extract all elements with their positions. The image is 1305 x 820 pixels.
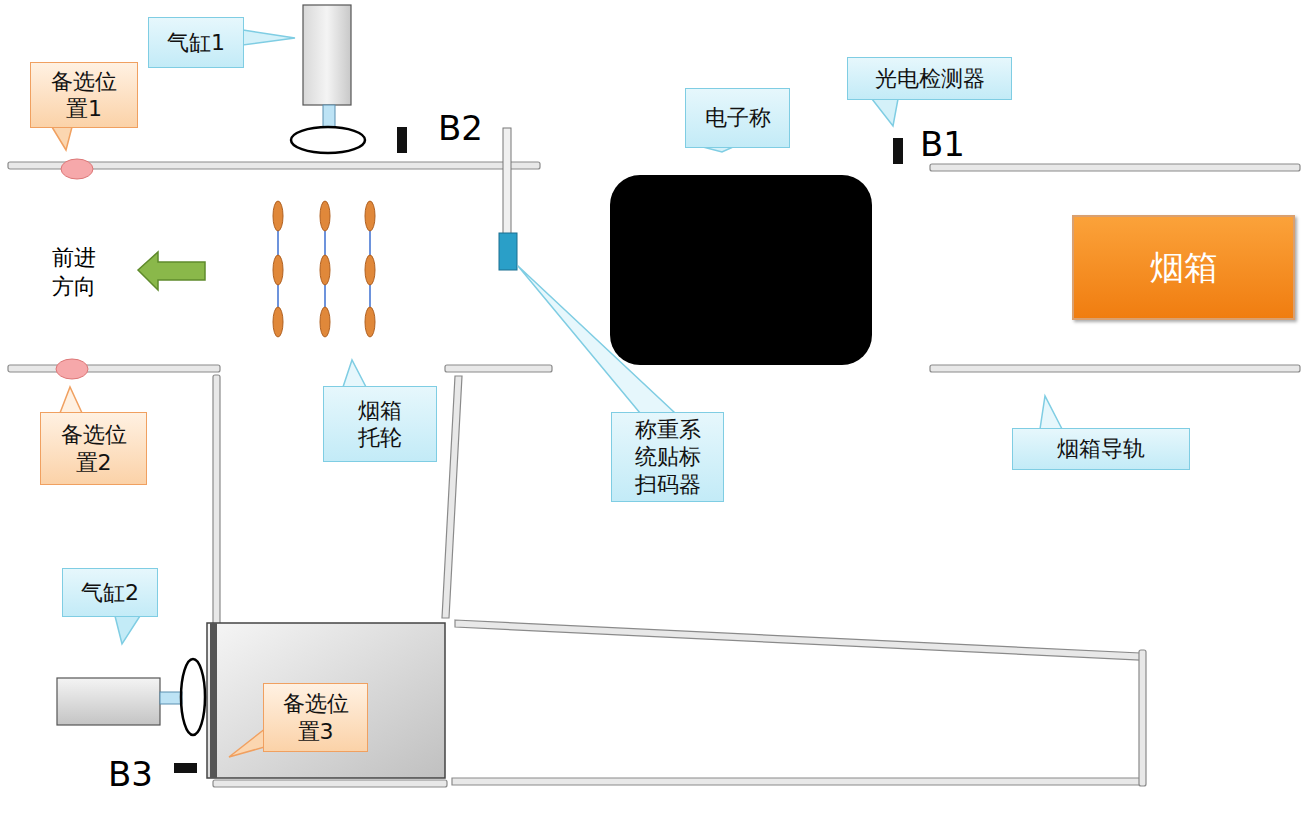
rollers <box>278 216 370 322</box>
sensor-label: B1 <box>920 124 965 164</box>
direction-arrow <box>138 252 205 290</box>
callout-text: 备选位 置2 <box>57 421 130 476</box>
callout-text: 气缸1 <box>167 29 225 57</box>
callout-box: 光电检测器 <box>847 57 1012 100</box>
rails <box>8 162 1300 787</box>
alt-position-mark <box>56 359 88 379</box>
callout-text: 电子称 <box>705 104 771 132</box>
reject-bin <box>207 623 445 778</box>
callout-text: 备选位 置3 <box>279 690 352 745</box>
roller-wheels <box>273 201 375 337</box>
callout-text: 烟箱导轨 <box>1057 435 1145 463</box>
direction-label: 前进 方向 <box>52 244 103 301</box>
callout-box: 烟箱 托轮 <box>323 386 437 462</box>
sensor-b1 <box>893 138 903 164</box>
callout-box: 烟箱导轨 <box>1012 428 1190 470</box>
sensor-b3 <box>174 763 197 773</box>
callout-box: 电子称 <box>685 88 790 148</box>
scale <box>610 175 872 365</box>
callout-text: 烟箱 <box>1150 246 1218 289</box>
callout-text: 气缸2 <box>81 579 139 607</box>
sensor-b2 <box>397 127 407 153</box>
alt-position-mark <box>61 159 93 179</box>
callout-text: 光电检测器 <box>875 65 985 93</box>
callout-text: 称重系 统贴标 扫码器 <box>631 416 704 499</box>
cigarette-box: 烟箱 <box>1072 215 1295 320</box>
sensor-label: B2 <box>438 108 483 148</box>
callout-text: 备选位 置1 <box>48 68 121 123</box>
callout-box: 气缸1 <box>148 17 244 68</box>
sensor-label: B3 <box>108 754 153 794</box>
callout-box: 气缸2 <box>62 568 158 617</box>
cylinder-2 <box>57 659 205 735</box>
callout-box: 备选位 置2 <box>40 412 147 485</box>
callout-box: 称重系 统贴标 扫码器 <box>611 412 724 503</box>
callout-tails <box>52 30 1062 757</box>
callout-text: 烟箱 托轮 <box>355 397 406 452</box>
scanner <box>499 128 517 270</box>
cylinder-1 <box>291 5 365 153</box>
callout-box: 备选位 置1 <box>30 62 138 128</box>
callout-box: 备选位 置3 <box>263 683 368 752</box>
